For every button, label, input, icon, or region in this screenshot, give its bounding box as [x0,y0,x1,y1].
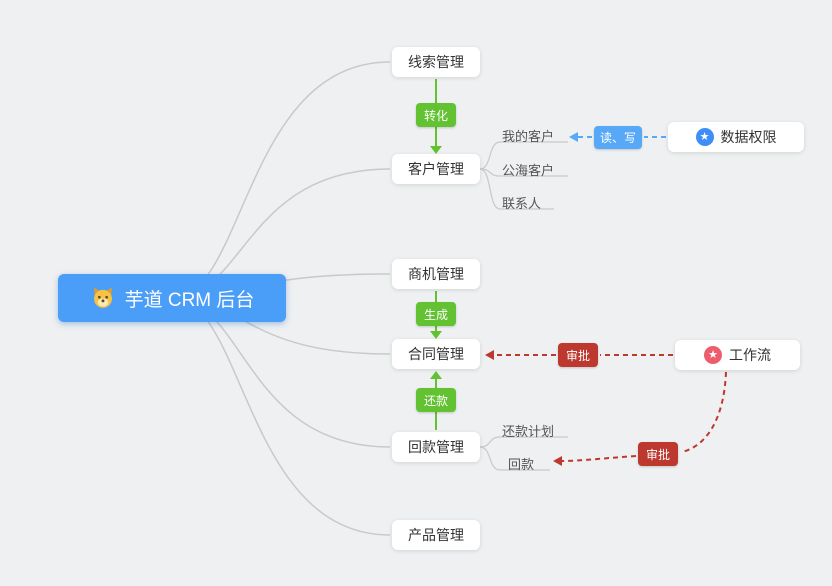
approval-dashed-arrows [494,354,727,462]
node-contract-management[interactable]: 合同管理 [392,339,480,369]
node-product-management[interactable]: 产品管理 [392,520,480,550]
edge-badge-convert: 转化 [416,103,456,127]
approval-arrowheads [485,350,562,466]
edge-badge-generate: 生成 [416,302,456,326]
customer-sub-branches [479,141,568,210]
node-label: 客户管理 [408,161,464,177]
node-business-opportunity-management[interactable]: 商机管理 [392,259,480,289]
shiba-dog-icon [90,285,116,311]
node-label: 合同管理 [408,346,464,362]
subitem-my-customers[interactable]: 我的客户 [502,129,555,144]
node-label: 数据权限 [720,129,777,145]
subitem-public-customers[interactable]: 公海客户 [502,163,555,178]
node-customer-management[interactable]: 客户管理 [392,154,480,184]
node-workflow[interactable]: ★ 工作流 [675,340,800,370]
receivable-sub-branches [479,436,568,471]
node-label: 产品管理 [408,527,464,543]
subitem-contacts[interactable]: 联系人 [502,196,542,211]
green-arrowheads [430,146,442,379]
star-icon: ★ [695,128,714,146]
subitem-repayment-plan[interactable]: 还款计划 [502,424,555,439]
subitem-repayment[interactable]: 回款 [508,457,535,472]
edge-badge-read-write: 读、写 [594,126,642,149]
node-leads-management[interactable]: 线索管理 [392,47,480,77]
root-node-crm-backend[interactable]: 芋道 CRM 后台 [58,274,286,322]
star-icon: ★ [704,346,722,364]
node-label: 线索管理 [408,54,464,70]
edge-badge-approve-receivable: 审批 [638,442,678,466]
root-node-label: 芋道 CRM 后台 [124,289,255,311]
node-label: 回款管理 [408,439,464,455]
node-label: 工作流 [729,347,771,363]
edge-badge-repay: 还款 [416,388,456,412]
node-receivable-management[interactable]: 回款管理 [392,432,480,462]
edge-badge-approve-contract: 审批 [558,343,598,367]
node-label: 商机管理 [408,266,464,282]
read-write-arrowhead [569,132,578,142]
node-data-permission[interactable]: ★ 数据权限 [668,122,804,152]
